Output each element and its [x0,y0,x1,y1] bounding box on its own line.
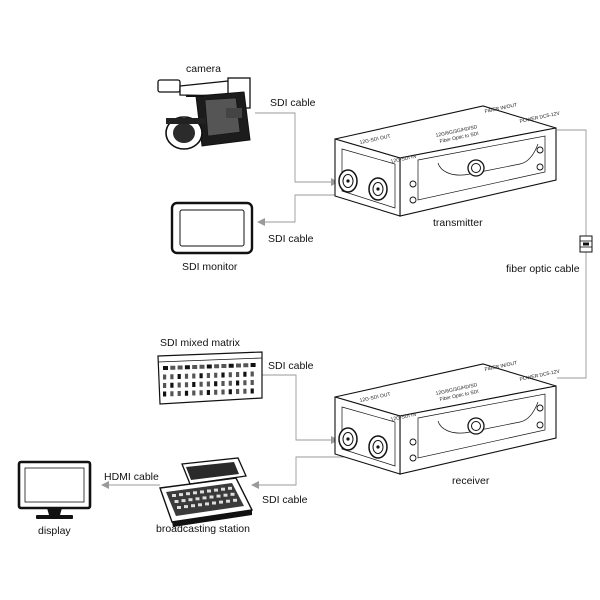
sdi-monitor-icon [170,201,254,255]
connection-lines [101,112,587,489]
fiber-connector-icon [579,235,593,253]
fiber-line-top [557,129,587,236]
svg-text:12G-SDI IN: 12G-SDI IN [390,412,417,423]
matrix-to-receiver-line [262,374,339,444]
transmitter-device: 12G/6G/3G/HD/SD Fiber Optic to SDI FIBER… [334,102,561,217]
sdi-mixed-matrix-label: SDI mixed matrix [160,337,241,349]
transmitter-bnc-out [338,169,358,193]
hdmi-cable-label: HDMI cable [104,471,159,483]
broadcasting-station-label: broadcasting station [156,523,250,535]
camera-label: camera [186,63,221,75]
receiver-to-station-line [251,456,368,489]
camera-to-transmitter-line [255,112,339,186]
receiver-bnc-out [338,427,358,451]
camera-icon [157,77,251,150]
matrix-cable-label: SDI cable [268,360,314,372]
monitor-cable-label: SDI cable [268,233,314,245]
camera-cable-label: SDI cable [270,97,316,109]
broadcasting-station-icon [159,457,254,527]
display-label: display [38,525,71,537]
display-icon [17,460,92,519]
transmitter-label: transmitter [433,217,483,229]
station-cable-label: SDI cable [262,494,308,506]
transmitter-to-monitor-line [257,194,368,226]
svg-text:12G-SDI IN: 12G-SDI IN [390,154,417,165]
fiber-line-bottom [557,252,587,379]
sdi-monitor-label: SDI monitor [182,261,238,273]
transmitter-fiber-port [467,159,485,177]
receiver-device: 12G/6G/3G/HD/SD Fiber Optic to SDI FIBER… [334,360,561,475]
sdi-mixed-matrix-icon [157,351,263,405]
transmitter-bnc-in [368,177,388,201]
receiver-label: receiver [452,475,490,487]
receiver-fiber-port [467,417,485,435]
receiver-bnc-in [368,435,388,459]
fiber-optic-cable-label: fiber optic cable [506,263,580,275]
